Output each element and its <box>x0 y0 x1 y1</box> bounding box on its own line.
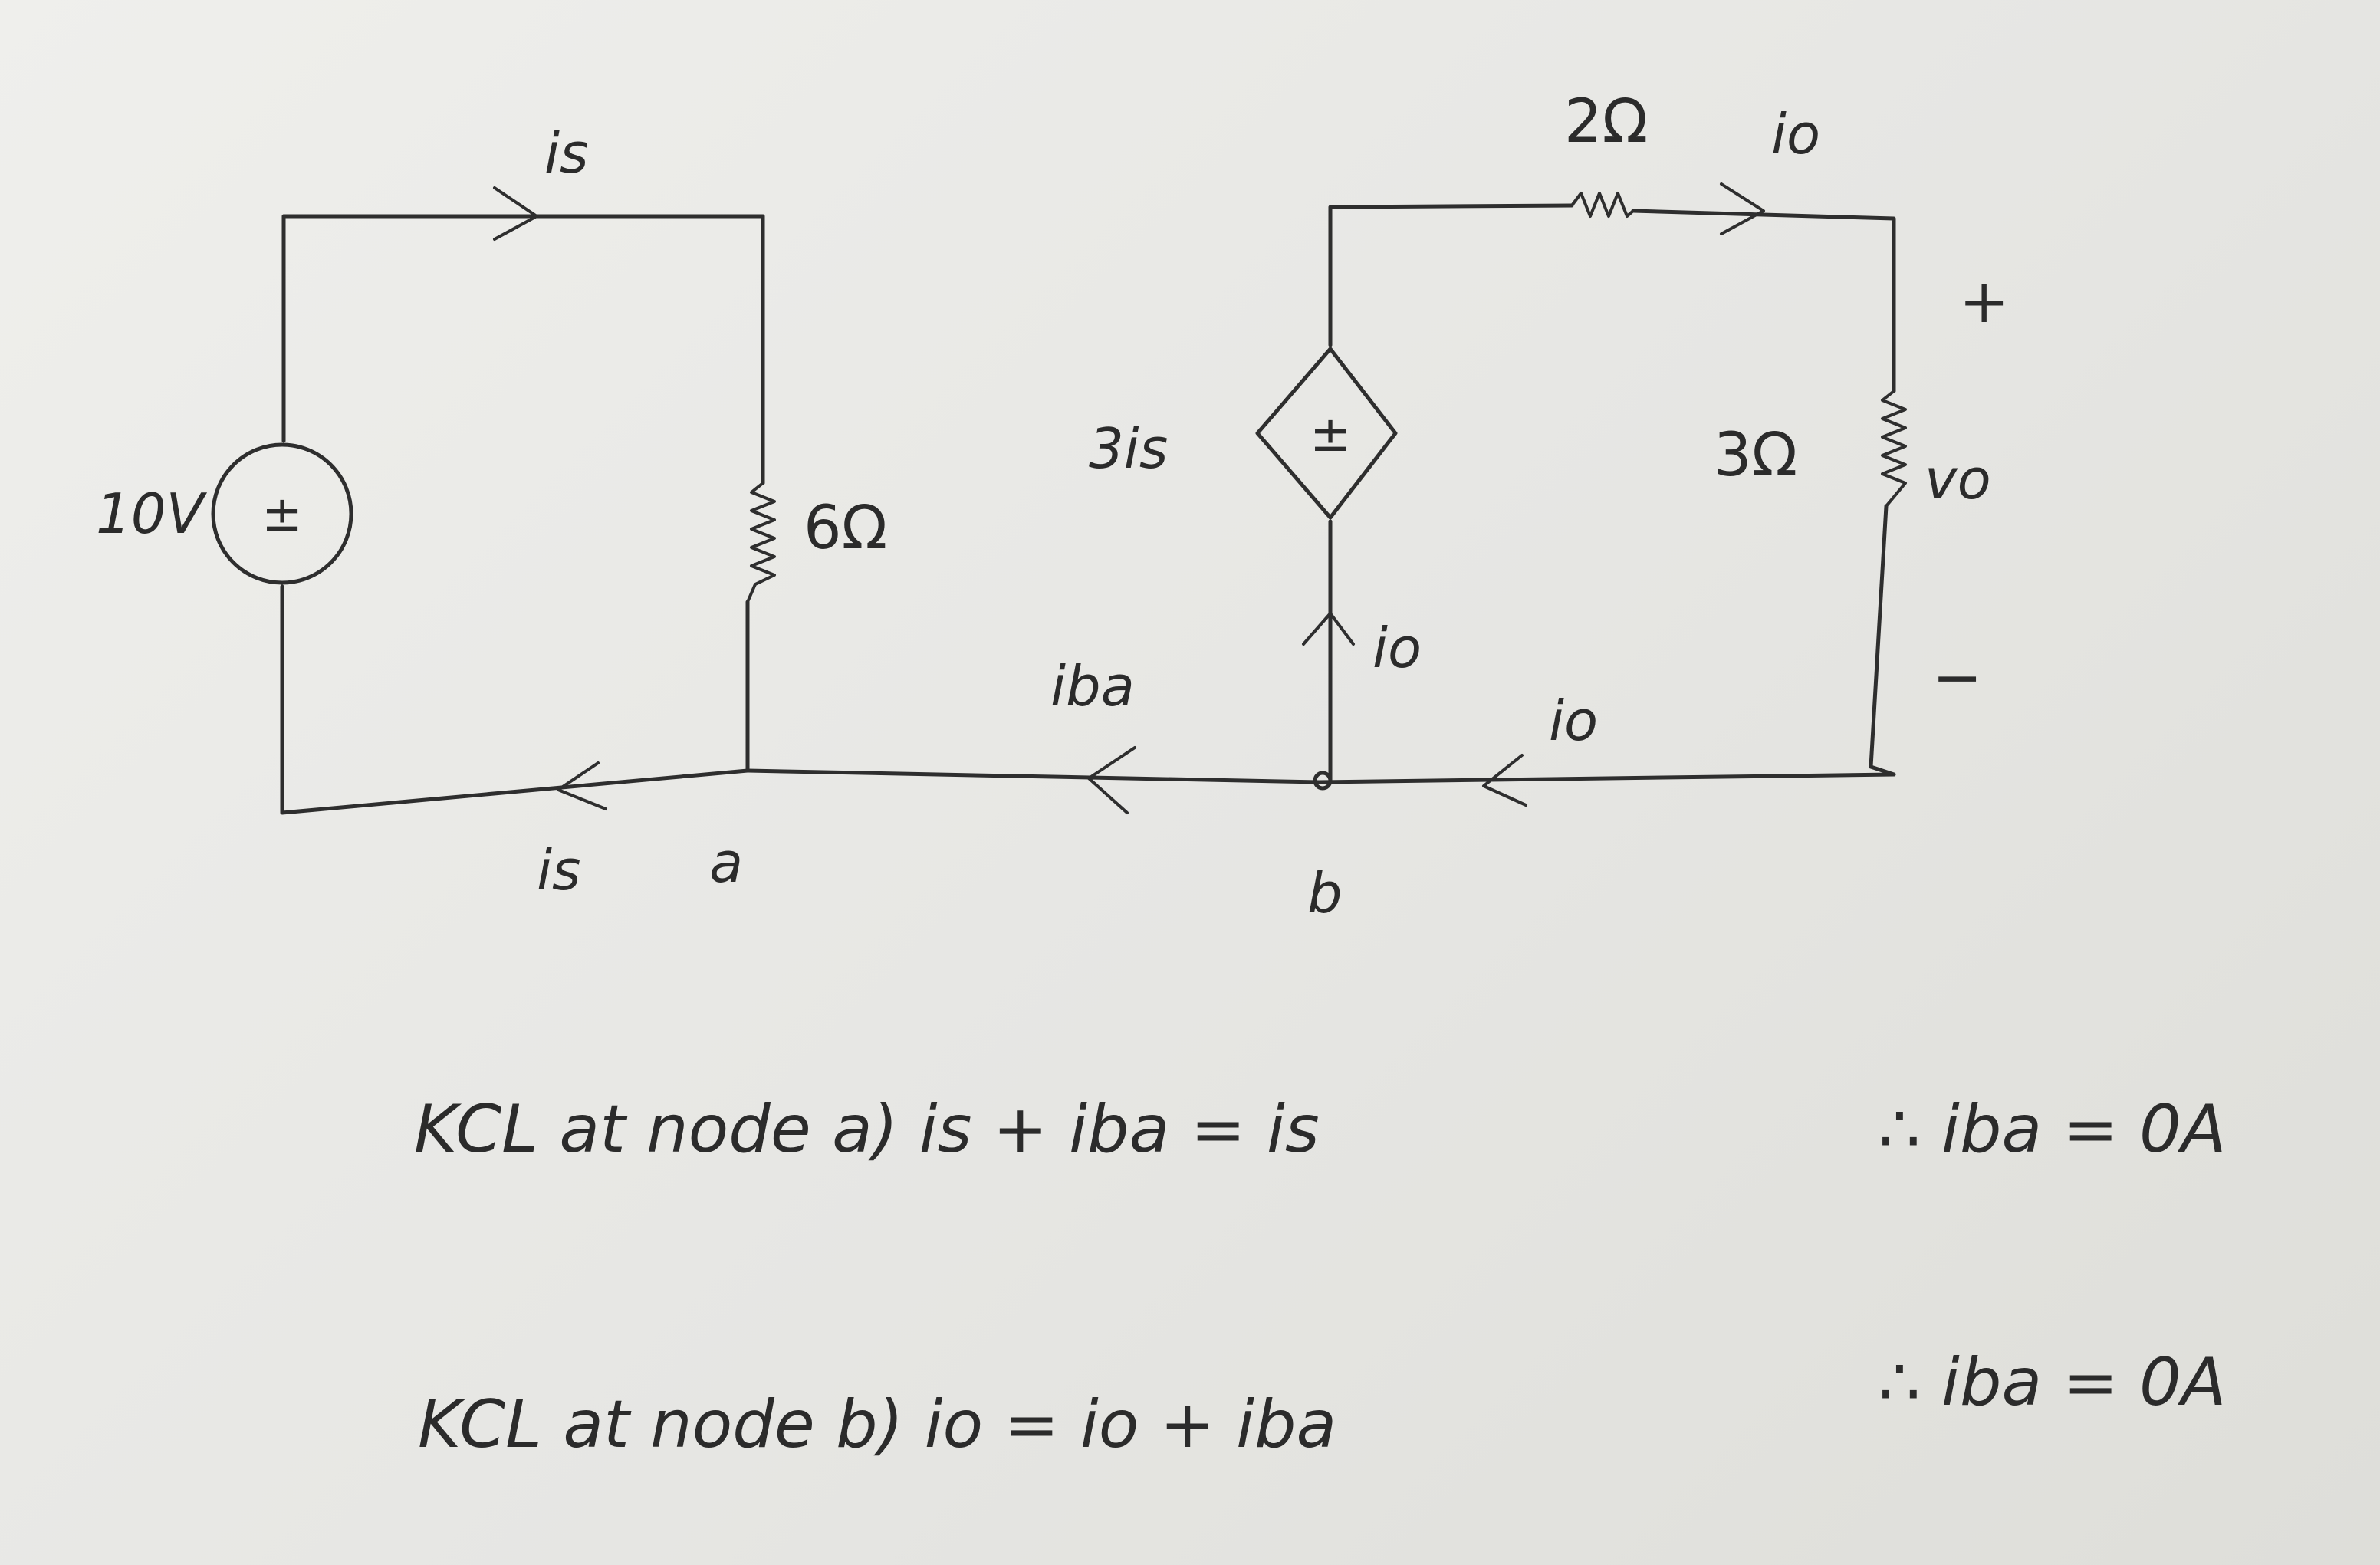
vo-plus-sign: + <box>1959 268 2009 337</box>
resistor-3-ohm <box>1881 390 1907 508</box>
kcl-node-a-result: ∴ iba = 0A <box>1879 1091 2227 1168</box>
kcl-node-a-equation: KCL at node a) is + iba = is <box>414 1091 1320 1168</box>
kcl-node-b-result: ∴ iba = 0A <box>1879 1344 2227 1421</box>
left-loop-bottom-wire <box>280 584 750 815</box>
left-loop-top-wire <box>281 214 765 485</box>
voltage-source-symbol <box>211 442 353 585</box>
current-arrow-dep-source <box>1302 612 1355 646</box>
resistor-3-ohm-label: 3Ω <box>1714 421 1797 490</box>
current-label-top-left: is <box>544 121 589 186</box>
current-arrow-top-left <box>493 186 538 241</box>
dependent-source-symbol <box>1255 347 1398 520</box>
current-arrow-bottom-right <box>1482 754 1527 807</box>
current-arrow-top-right <box>1720 182 1765 235</box>
current-label-ba: iba <box>1050 654 1135 718</box>
dependent-source-sign: ± <box>1310 406 1351 463</box>
resistor-6-ohm <box>746 482 776 603</box>
dependent-source-label: 3is <box>1089 416 1168 481</box>
node-a-label: a <box>709 830 743 895</box>
current-label-dep-source: io <box>1372 616 1422 680</box>
vo-label: vo <box>1925 447 1991 511</box>
resistor-6-ohm-label: 6Ω <box>804 494 887 563</box>
current-arrow-ba <box>1087 746 1136 814</box>
dependent-source-top-wire <box>1328 203 1574 347</box>
voltage-source-label: 10V <box>96 482 208 546</box>
current-label-bottom-left: is <box>537 838 581 903</box>
vo-minus-sign: − <box>1932 643 1982 712</box>
right-loop-side-wire <box>1869 504 1896 777</box>
resistor-2-ohm <box>1570 192 1635 218</box>
right-loop-top-wire <box>1631 209 1896 393</box>
node-b-label: b <box>1307 861 1343 926</box>
current-label-bottom-right: io <box>1549 689 1598 753</box>
bottom-wire-a-to-right <box>745 768 1896 784</box>
voltage-source-sign: ± <box>261 486 303 543</box>
current-arrow-bottom-left <box>557 761 607 810</box>
resistor-2-ohm-label: 2Ω <box>1564 87 1648 156</box>
kcl-node-b-equation: KCL at node b) io = io + iba <box>418 1386 1337 1463</box>
current-label-top-right: io <box>1771 102 1820 166</box>
